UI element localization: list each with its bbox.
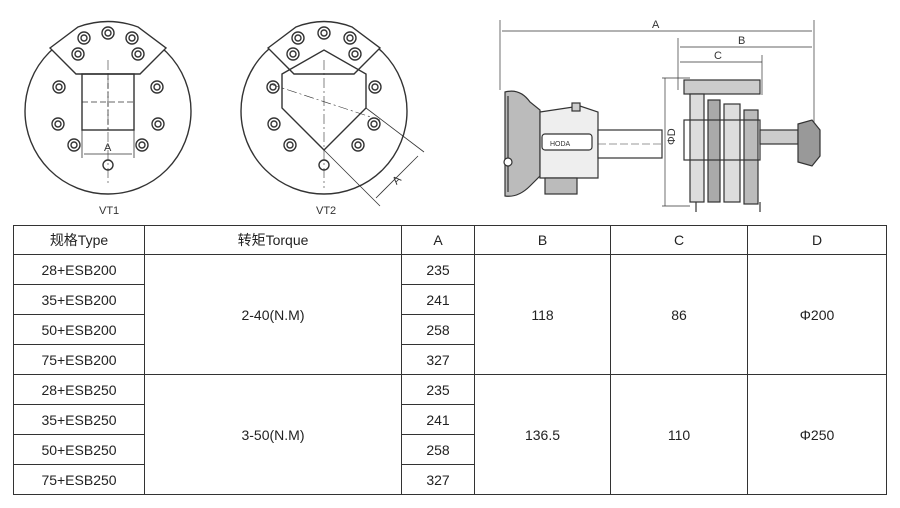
- cell-type: 28+ESB200: [13, 254, 145, 285]
- cell-a: 327: [401, 344, 475, 375]
- cell-b: 118: [474, 254, 611, 375]
- table-row: 28+ESB250 3-50(N.M) 235 136.5 110 Φ250: [13, 374, 887, 495]
- side-dimension-c-label: C: [714, 50, 722, 62]
- cell-c: 86: [610, 254, 748, 375]
- cell-b: 136.5: [474, 374, 611, 495]
- vt1-front-view: [24, 20, 192, 195]
- header-d: D: [747, 225, 887, 255]
- cell-torque: 2-40(N.M): [144, 254, 402, 375]
- vt2-label: VT2: [316, 205, 336, 217]
- cell-type: 50+ESB200: [13, 314, 145, 345]
- side-dimension-a-label: A: [652, 19, 660, 31]
- side-dimension-b-label: B: [738, 35, 745, 47]
- table-row: 28+ESB200 2-40(N.M) 235 118 86 Φ200: [13, 254, 887, 375]
- cell-d: Φ250: [747, 374, 887, 495]
- technical-drawing: A VT1 A VT2: [0, 0, 900, 222]
- cell-a: 258: [401, 314, 475, 345]
- vt1-dimension-a-label: A: [104, 142, 112, 154]
- cell-type: 50+ESB250: [13, 434, 145, 465]
- side-dimension-d-label: ΦD: [666, 128, 678, 145]
- side-view: [499, 20, 821, 212]
- table-header-row: 规格Type 转矩Torque A B C D: [13, 225, 887, 255]
- spec-table: 规格Type 转矩Torque A B C D 28+ESB200 2-40(N…: [13, 225, 887, 495]
- cell-a: 241: [401, 284, 475, 315]
- cell-torque: 3-50(N.M): [144, 374, 402, 495]
- cell-a: 241: [401, 404, 475, 435]
- cell-type: 35+ESB250: [13, 404, 145, 435]
- table-row: 35+ESB200 241: [13, 284, 887, 315]
- vt1-label: VT1: [99, 205, 119, 217]
- cell-a: 327: [401, 464, 475, 495]
- header-type: 规格Type: [13, 225, 145, 255]
- table-row: 75+ESB250 327: [13, 464, 887, 495]
- cell-type: 28+ESB250: [13, 374, 145, 405]
- table-row: 35+ESB250 241: [13, 404, 887, 435]
- brand-label: HODA: [550, 141, 571, 148]
- cell-d: Φ200: [747, 254, 887, 375]
- cell-a: 235: [401, 374, 475, 405]
- cell-type: 75+ESB250: [13, 464, 145, 495]
- vt2-front-view: [240, 20, 425, 207]
- cell-a: 235: [401, 254, 475, 285]
- table-row: 50+ESB200 258: [13, 314, 887, 345]
- header-c: C: [610, 225, 748, 255]
- header-torque: 转矩Torque: [144, 225, 402, 255]
- table-row: 50+ESB250 258: [13, 434, 887, 465]
- header-a: A: [401, 225, 475, 255]
- table-row: 75+ESB200 327: [13, 344, 887, 375]
- header-b: B: [474, 225, 611, 255]
- cell-a: 258: [401, 434, 475, 465]
- cell-type: 75+ESB200: [13, 344, 145, 375]
- cell-type: 35+ESB200: [13, 284, 145, 315]
- cell-c: 110: [610, 374, 748, 495]
- vt2-dimension-a-label: A: [390, 173, 404, 187]
